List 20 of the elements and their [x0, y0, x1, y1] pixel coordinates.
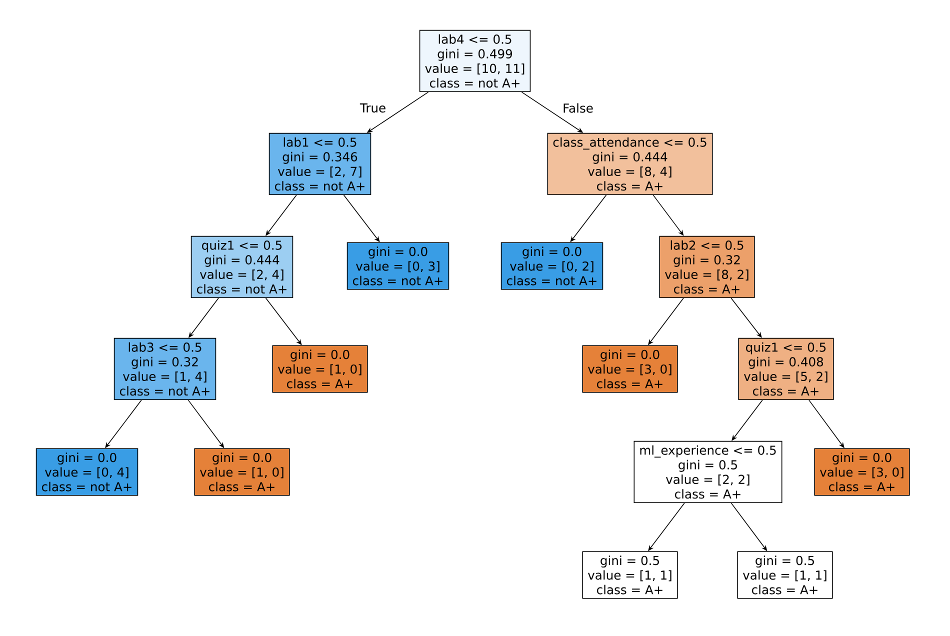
edge-label: True: [358, 102, 388, 114]
leaf-box: gini = 0.0 value = [0, 2] class = not A+: [500, 242, 604, 290]
decision-box: lab1 <= 0.5 gini = 0.346 value = [2, 7] class = not A+: [268, 132, 372, 196]
leaf-box: gini = 0.5 value = [1, 1] class = A+: [737, 551, 833, 599]
leaf-box: gini = 0.0 value = [1, 0] class = A+: [272, 345, 368, 393]
leaf-box: gini = 0.0 value = [0, 3] class = not A+: [346, 242, 450, 290]
edge-label: False: [562, 102, 594, 114]
decision-box: quiz1 <= 0.5 gini = 0.408 value = [5, 2] class = A+: [738, 338, 834, 400]
leaf-box: gini = 0.0 value = [0, 4] class = not A+: [36, 448, 138, 496]
decision-box: quiz1 <= 0.5 gini = 0.444 value = [2, 4] class = not A+: [190, 236, 294, 298]
arrow: [730, 298, 762, 338]
leaf-box: gini = 0.0 value = [3, 0] class = A+: [582, 345, 678, 393]
decision-box: lab2 <= 0.5 gini = 0.32 value = [8, 2] class = A+: [659, 236, 755, 298]
decision-box: class_attendance <= 0.5 gini = 0.444 value = [8, 4] class = A+: [547, 132, 713, 196]
leaf-box: gini = 0.0 value = [3, 0] class = A+: [814, 448, 910, 496]
leaf-box: gini = 0.0 value = [1, 0] class = A+: [194, 448, 290, 496]
decision-box: lab3 <= 0.5 gini = 0.32 value = [1, 4] class = not A+: [114, 338, 216, 400]
leaf-box: gini = 0.5 value = [1, 1] class = A+: [582, 551, 678, 599]
decision-box: ml_experience <= 0.5 gini = 0.5 value = [2, 2] class = A+: [634, 440, 782, 504]
decision-box: lab4 <= 0.5 gini = 0.499 value = [10, 11] class = not A+: [419, 30, 531, 92]
